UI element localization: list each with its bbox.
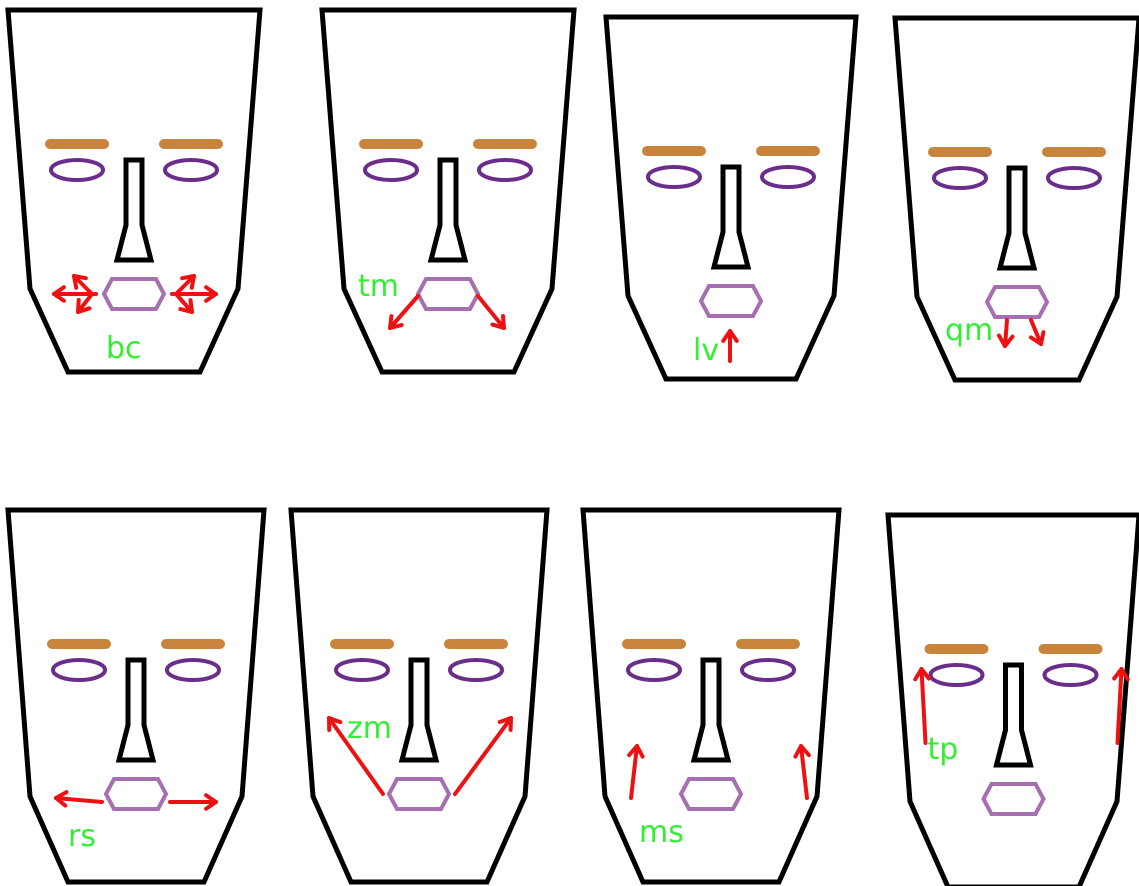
face-outline	[319, 7, 577, 375]
left-eye	[928, 663, 985, 687]
face-ms: ms	[580, 507, 842, 885]
arrow-upleft	[72, 274, 94, 296]
mouth	[981, 782, 1046, 816]
left-eye	[363, 158, 419, 182]
right-eye	[740, 658, 796, 682]
face-qm: qm	[892, 15, 1139, 383]
mouth	[103, 777, 169, 811]
arrow-left	[52, 285, 98, 303]
face-rs: rs	[5, 507, 267, 885]
face-outline	[885, 512, 1139, 886]
left-eye	[932, 166, 988, 190]
arrow-up-right	[793, 744, 811, 800]
arrow-right	[168, 793, 218, 811]
face-label: zm	[347, 711, 392, 746]
face-label: tm	[358, 269, 399, 304]
face-lv: lv	[603, 14, 859, 382]
face-tm: tm	[319, 7, 577, 375]
left-eye	[51, 658, 107, 682]
mouth	[984, 285, 1050, 319]
face-outline	[5, 507, 267, 885]
face-outline	[5, 7, 263, 375]
face-outline	[288, 507, 550, 885]
right-eye	[760, 165, 816, 189]
nose	[993, 662, 1034, 768]
right-eye	[163, 158, 219, 182]
arrow-down-right	[1028, 318, 1046, 346]
arrow-right	[170, 285, 218, 303]
arrow-downleft	[76, 292, 94, 314]
arrow-down-left	[388, 294, 420, 330]
left-eye	[334, 658, 390, 682]
face-label: bc	[106, 331, 142, 366]
mouth	[678, 777, 744, 811]
arrow-up	[721, 329, 739, 363]
arrow-down-right	[476, 294, 506, 330]
nose	[996, 165, 1038, 271]
face-label: rs	[68, 819, 96, 854]
mouth	[415, 277, 481, 311]
nose	[113, 157, 155, 263]
face-tp: tp	[885, 512, 1139, 886]
mouth	[698, 284, 764, 318]
arrow-up-left	[913, 667, 931, 745]
nose	[398, 657, 440, 763]
right-eye	[1042, 663, 1099, 687]
face-zm: zm	[288, 507, 550, 885]
right-eye	[165, 658, 221, 682]
face-bc: bc	[5, 7, 263, 375]
nose	[427, 157, 469, 263]
right-eye	[448, 658, 504, 682]
face-outline	[580, 507, 842, 885]
mouth	[386, 777, 452, 811]
arrow-left	[54, 790, 104, 808]
arrow-up-left	[627, 744, 645, 800]
face-outline	[603, 14, 859, 382]
arrow-downright	[174, 292, 194, 314]
left-eye	[49, 158, 105, 182]
nose	[115, 657, 157, 763]
arrow-upright	[174, 274, 196, 296]
face-label: tp	[928, 732, 959, 767]
nose	[710, 164, 752, 270]
nose	[690, 657, 732, 763]
face-label: qm	[945, 313, 993, 348]
arrow-up-right	[453, 716, 513, 796]
right-eye	[477, 158, 533, 182]
face-outline	[892, 15, 1139, 383]
arrow-up-right	[1112, 667, 1130, 745]
face-label: ms	[639, 815, 684, 850]
left-eye	[646, 165, 702, 189]
face-label: lv	[693, 333, 719, 368]
arrow-up-left	[327, 716, 385, 796]
mouth	[101, 277, 167, 311]
right-eye	[1046, 166, 1102, 190]
left-eye	[626, 658, 682, 682]
arrow-down-left	[997, 318, 1015, 348]
